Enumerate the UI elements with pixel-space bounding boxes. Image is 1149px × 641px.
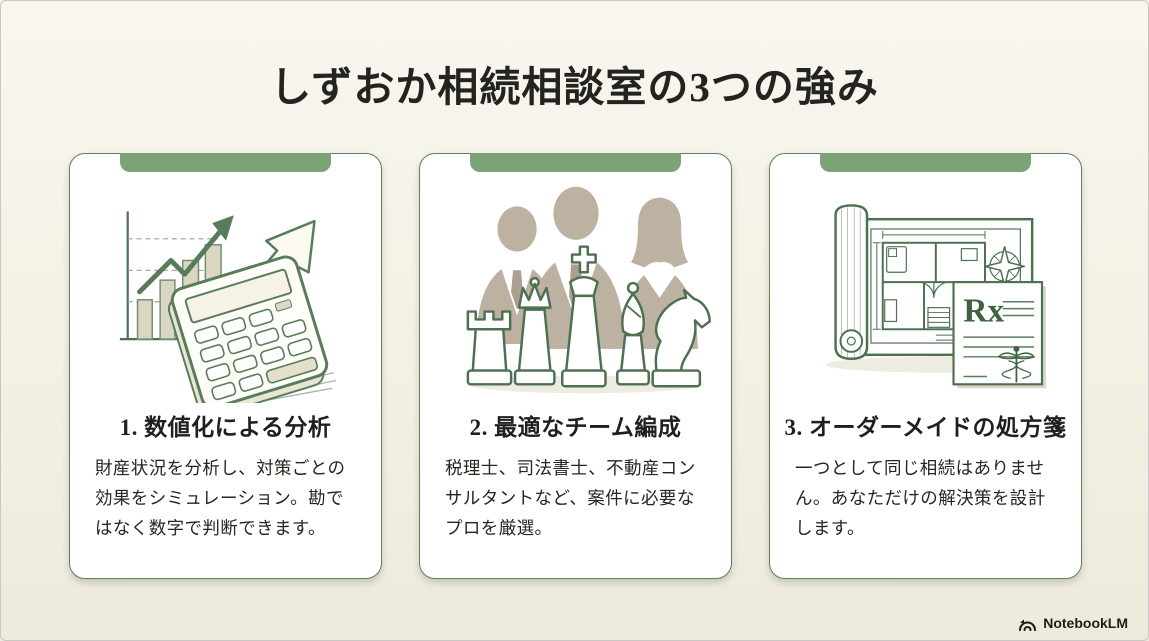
card-team-building: 2. 最適なチーム編成 税理士、司法書士、不動産コンサルタントなど、案件に必要な… xyxy=(419,153,732,579)
card-illustration-area xyxy=(438,168,714,406)
chess-team-illustration xyxy=(466,186,711,393)
page-title: しずおか相続相談室の3つの強み xyxy=(270,64,879,110)
card-top-tab xyxy=(120,153,331,172)
card-custom-prescription: Rx 3. オーダーメイドの処方箋 一つとして同じ相続はありません。あなただけの… xyxy=(769,153,1082,579)
calculator-growth-chart-illustration xyxy=(119,210,336,403)
card-body-text: 財産状況を分析し、対策ごとの効果をシミュレーション。勘ではなく数字で判断できます… xyxy=(95,458,346,538)
blueprint-prescription-illustration: Rx xyxy=(825,203,1046,388)
card-illustration-area: Rx xyxy=(788,168,1064,406)
card-top-tab xyxy=(470,153,681,172)
card-body-text: 税理士、司法書士、不動産コンサルタントなど、案件に必要なプロを厳選。 xyxy=(445,458,696,538)
notebooklm-watermark: NotebookLM xyxy=(1018,615,1128,631)
card-top-tab xyxy=(820,153,1031,172)
card-numeric-analysis: 1. 数値化による分析 財産状況を分析し、対策ごとの効果をシミュレーション。勘で… xyxy=(69,153,382,579)
card-body-text: 一つとして同じ相続はありません。あなただけの解決策を設計します。 xyxy=(795,458,1046,538)
card-heading: 3. オーダーメイドの処方箋 xyxy=(784,415,1067,440)
notebooklm-logo-icon xyxy=(1019,619,1037,631)
card-heading: 2. 最適なチーム編成 xyxy=(469,415,682,440)
rx-label: Rx xyxy=(963,292,1004,329)
card-heading: 1. 数値化による分析 xyxy=(119,415,332,440)
card-illustration-area xyxy=(88,168,364,406)
strengths-card-row: 1. 数値化による分析 財産状況を分析し、対策ごとの効果をシミュレーション。勘で… xyxy=(69,153,1082,579)
watermark-label: NotebookLM xyxy=(1043,615,1128,631)
